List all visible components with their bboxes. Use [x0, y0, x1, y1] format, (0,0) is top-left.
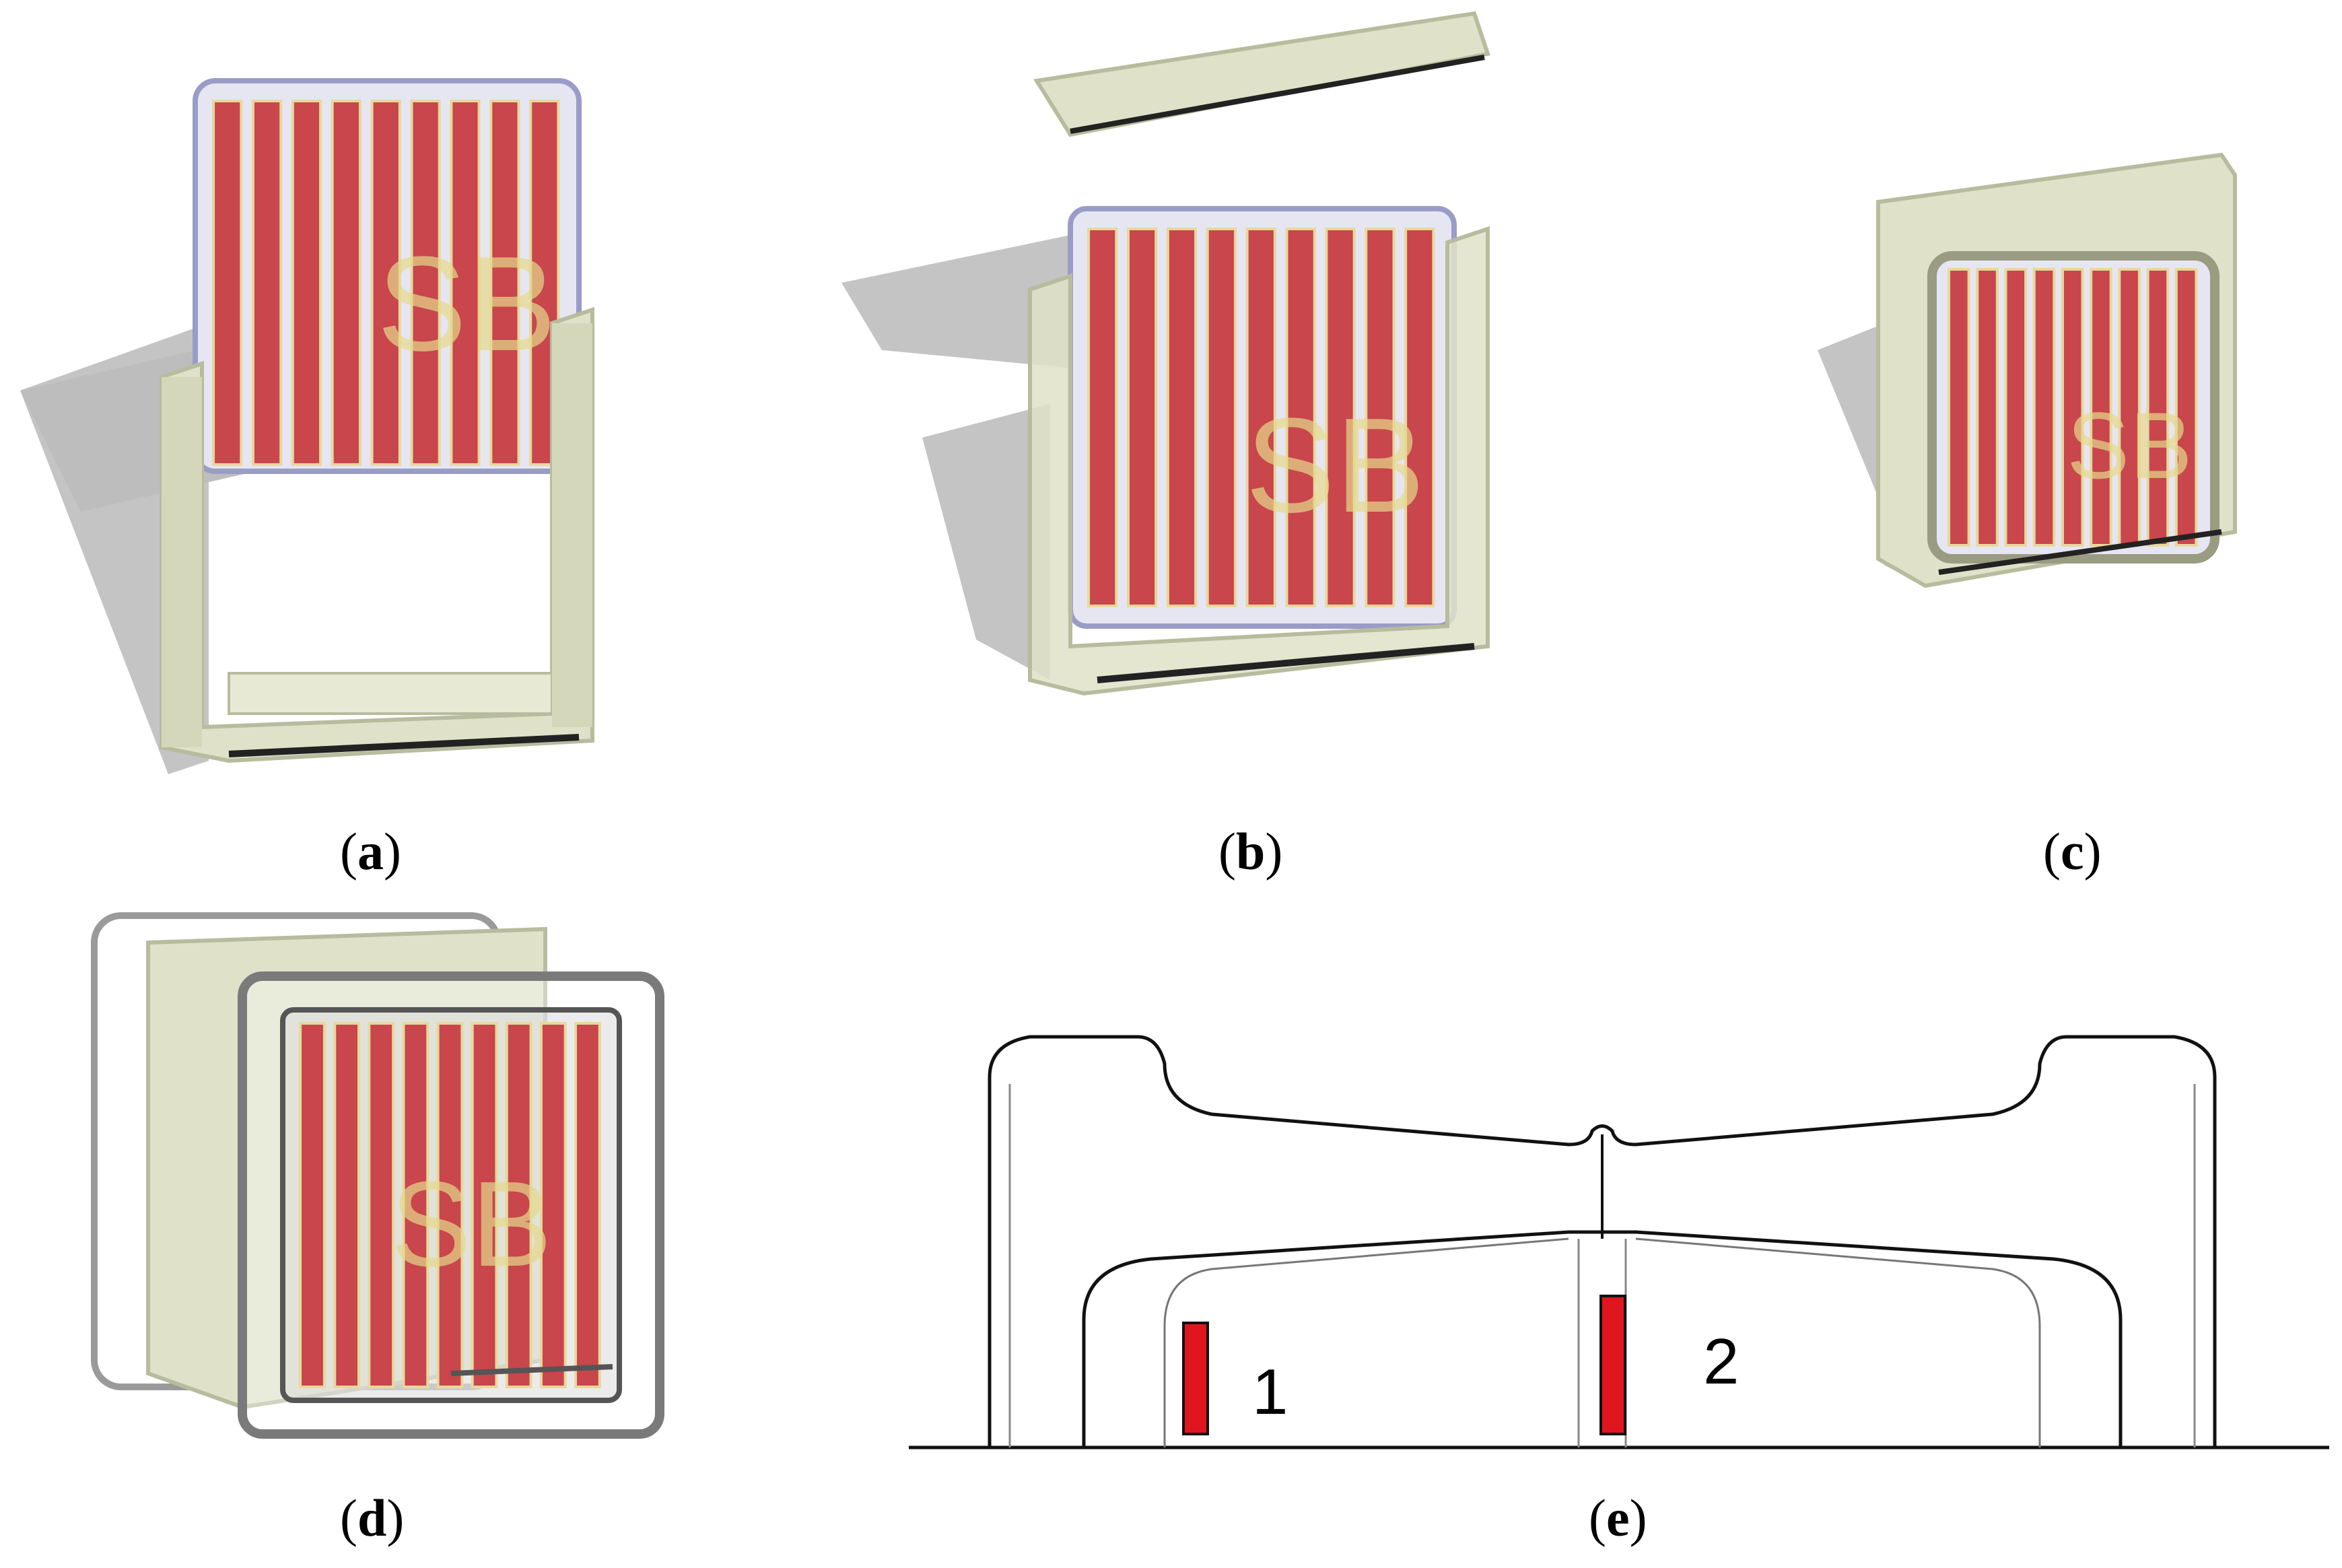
- sensor-1-label: 1: [1252, 1356, 1288, 1428]
- pv-cell-strips: [212, 100, 560, 466]
- pv-cell-strip: [2032, 268, 2056, 547]
- panel-b-illustration: SB: [841, 11, 1490, 696]
- pv-cell-strip: [1285, 228, 1316, 607]
- pv-cell-strip: [450, 100, 481, 466]
- pv-cell-strip: [1166, 228, 1198, 607]
- sensor-2-marker: [1599, 1295, 1626, 1435]
- glass-logo-text: SB: [390, 1157, 552, 1292]
- pv-cell-strip: [1948, 268, 1970, 547]
- cavity-outline: [1163, 1237, 2041, 1447]
- pv-cell-strip: [1126, 228, 1158, 607]
- pv-cell-strip: [436, 1022, 464, 1388]
- pv-cell-strip: [212, 100, 243, 466]
- block-frame: SB: [1876, 152, 2237, 588]
- top-cap: [1033, 11, 1490, 137]
- pv-cell-strip: [370, 100, 401, 466]
- pv-cell-strip: [574, 1022, 601, 1388]
- pv-cell-strip: [1245, 228, 1276, 607]
- panel-a-illustration: SB: [20, 78, 594, 774]
- panel-e-cross-section: 1 2: [909, 1035, 2329, 1450]
- pv-cell-strip: [331, 100, 361, 466]
- shadow: [1818, 323, 1912, 579]
- pv-cell-strip: [1206, 228, 1237, 607]
- glass-shell-front: SB: [238, 972, 664, 1439]
- pv-cell-strip: [2090, 268, 2112, 547]
- shadow: [922, 404, 1050, 680]
- caption-c: (c): [2043, 822, 2102, 881]
- pv-cell-strips: [1948, 268, 2198, 547]
- pv-cell-strip: [489, 100, 520, 466]
- pv-cell-strip: [2146, 268, 2170, 547]
- u-frame: [1028, 226, 1490, 696]
- panel-c-illustration: SB: [1818, 152, 2237, 588]
- pv-cell-strip: [539, 1022, 567, 1388]
- glass-logo-text: SB: [2067, 393, 2193, 498]
- caption-b: (b): [1218, 822, 1283, 881]
- pv-cell-strip: [299, 1022, 326, 1388]
- glass-panel: SB: [1068, 206, 1457, 629]
- pv-cell-strip: [1365, 228, 1396, 607]
- glass-logo-text: SB: [377, 229, 557, 379]
- pv-cell-strips: [299, 1022, 601, 1388]
- pv-cell-strip: [2118, 268, 2141, 547]
- pv-cell-strip: [251, 100, 283, 466]
- pv-cell-strip: [2004, 268, 2028, 547]
- pv-cell-strip: [1976, 268, 1999, 547]
- glass-panel: SB: [193, 78, 582, 474]
- caption-d: (d): [340, 1489, 405, 1547]
- pv-cell-strip: [2174, 268, 2198, 547]
- u-frame: [160, 306, 594, 763]
- outer-outline: [988, 1035, 2217, 1447]
- pv-cell-strip: [291, 100, 322, 466]
- pv-cell-strip: [402, 1022, 429, 1388]
- pv-cell-strip: [2061, 268, 2084, 547]
- pv-cell-strip: [1087, 228, 1118, 607]
- caption-e: (e): [1589, 1489, 1647, 1547]
- pv-cell-strip: [368, 1022, 395, 1388]
- panel-d-illustration: SB: [91, 912, 664, 1439]
- sensor-2-label: 2: [1703, 1326, 1739, 1398]
- pv-cell-strip: [471, 1022, 498, 1388]
- sensor-1-marker: [1182, 1322, 1209, 1435]
- pv-cell-strip: [505, 1022, 532, 1388]
- caption-a: (a): [340, 822, 401, 881]
- pv-cell-strip: [1325, 228, 1356, 607]
- glass-logo-text: SB: [1245, 390, 1425, 541]
- pv-cell-strips: [1087, 228, 1435, 607]
- pv-cell-strip: [410, 100, 441, 466]
- pv-cell-strip: [1404, 228, 1435, 607]
- pv-cell-strip: [333, 1022, 361, 1388]
